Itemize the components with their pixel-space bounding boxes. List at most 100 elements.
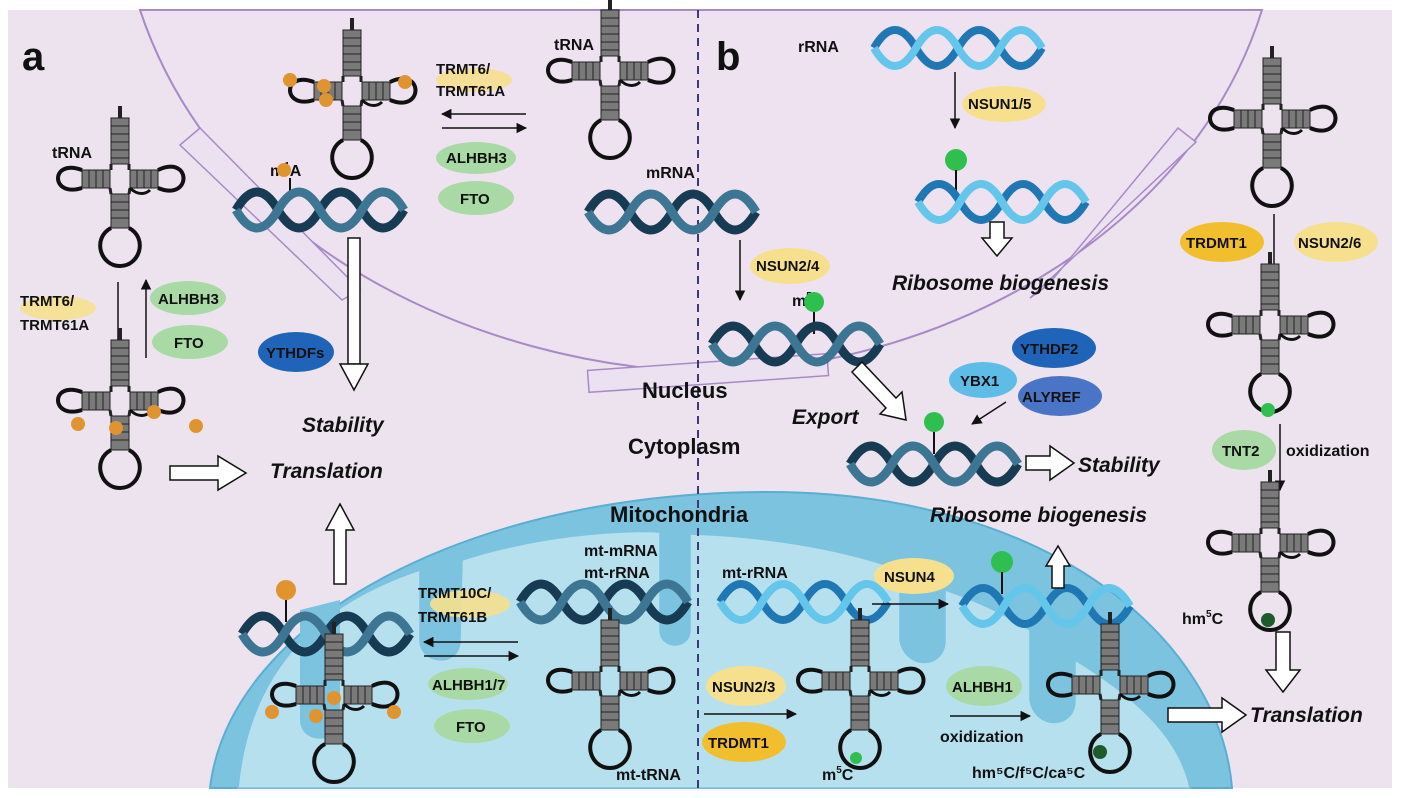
rrna-label: rRNA [798, 39, 839, 56]
hollow-arrow-mito-up [324, 502, 356, 585]
outcome-ribosome-biogenesis-mito: Ribosome biogenesis [930, 504, 1147, 527]
panel-label-b: b [716, 35, 740, 79]
enzyme-nsun15 [962, 86, 1046, 122]
mitochondria-label: Mitochondria [610, 502, 749, 527]
oxidization-label-mito: oxidization [940, 729, 1024, 746]
enzyme-trmt6-top-line1: TRMT6/ [436, 61, 491, 78]
m1a-dot [283, 73, 297, 87]
enzyme-alhbh3-top [436, 142, 516, 174]
enzyme-ythdfs-label: YTHDFs [266, 345, 324, 362]
enzyme-fto-mito [434, 709, 510, 743]
m1a-dot [71, 417, 85, 431]
enzyme-trmt6-top [436, 68, 512, 92]
hm5c-dot-mt-trna [1093, 745, 1107, 759]
nucleus-label: Nucleus [642, 378, 728, 403]
enzyme-tnt2 [1212, 430, 1276, 470]
cytoplasm-label: Cytoplasm [628, 434, 740, 459]
enzyme-trmt6-left-line2: TRMT61A [20, 317, 89, 334]
m1a-dot [387, 705, 401, 719]
enzyme-ythdf2 [1012, 328, 1096, 368]
enzyme-trmt10c [430, 590, 510, 618]
m1a-dot-on-mrna [277, 163, 291, 177]
enzyme-trdmt1-right [1180, 222, 1264, 262]
enzyme-nsun23-label: NSUN2/3 [712, 679, 775, 696]
oxidization-label-right: oxidization [1286, 443, 1370, 460]
arrow-readers [971, 401, 1007, 425]
enzyme-alhbh17 [428, 668, 508, 700]
trna-label-a-top: tRNA [554, 37, 594, 54]
enzyme-nsun26 [1294, 222, 1378, 262]
enzyme-fto-left [152, 325, 228, 359]
enzyme-trmt6-top-line2: TRMT61A [436, 83, 505, 100]
enzyme-alyref [1018, 376, 1102, 416]
mt-oxidation-products-label: hm⁵C/f⁵C/ca⁵C [972, 765, 1086, 782]
enzyme-ythdfs [258, 332, 334, 372]
m5c-dot-mrna-cytoplasm [924, 412, 944, 432]
m1a-dot [189, 419, 203, 433]
enzyme-trdmt1-mito-label: TRDMT1 [708, 735, 769, 752]
enzyme-alhbh1-label: ALHBH1 [952, 679, 1013, 696]
m5c-dot-rrna [945, 149, 967, 171]
m5c-dot-mrna-nucleus [804, 292, 824, 312]
enzyme-nsun4 [874, 558, 954, 594]
m1a-dot [147, 405, 161, 419]
mt-rrna-label-a: mt-rRNA [584, 565, 650, 582]
m5c-dot-mt-trna [850, 752, 862, 764]
enzyme-nsun26-label: NSUN2/6 [1298, 235, 1361, 252]
enzyme-trmt6-left [20, 296, 96, 320]
enzyme-alhbh3-left [150, 281, 226, 315]
hollow-arrow-to-stability-b [1025, 444, 1076, 482]
enzyme-fto-top-label: FTO [460, 191, 490, 208]
enzyme-alhbh3-top-label: ALHBH3 [446, 150, 507, 167]
enzyme-nsun4-label: NSUN4 [884, 569, 936, 586]
enzyme-alhbh3-left-label: ALHBH3 [158, 291, 219, 308]
enzyme-tnt2-label: TNT2 [1222, 443, 1260, 460]
panel-label-a: a [22, 35, 45, 79]
hollow-arrow-nucleus-down [347, 237, 361, 365]
hollow-arrow-right-down [1264, 631, 1302, 694]
hollow-arrow-to-translation-a [169, 454, 248, 492]
hm5c-dot-trna-right [1261, 613, 1275, 627]
trna-label-a-left: tRNA [52, 145, 92, 162]
mt-mrna-label: mt-mRNA [584, 543, 658, 560]
enzyme-trmt10c-line1: TRMT10C/ [418, 585, 492, 602]
nuclear-pore-right [1029, 126, 1198, 299]
outcome-export: Export [792, 406, 860, 429]
m1a-dot [265, 705, 279, 719]
enzyme-alyref-label: ALYREF [1022, 389, 1081, 406]
enzyme-fto-top [438, 181, 514, 215]
enzyme-trdmt1-right-label: TRDMT1 [1186, 235, 1247, 252]
m1a-dot [109, 421, 123, 435]
m1a-dot-mt-mrna [276, 580, 296, 600]
enzyme-trmt6-left-line1: TRMT6/ [20, 293, 75, 310]
m5c-label-mt: m5C [822, 765, 854, 784]
outcome-translation-a: Translation [270, 460, 383, 483]
hollow-arrow-to-translation-b [1167, 696, 1248, 734]
enzyme-fto-left-label: FTO [174, 335, 204, 352]
enzyme-nsun23 [706, 666, 786, 706]
enzyme-fto-mito-label: FTO [456, 719, 486, 736]
enzyme-ybx1-label: YBX1 [960, 373, 999, 390]
enzyme-trmt10c-line2: TRMT61B [418, 609, 487, 626]
enzyme-alhbh1 [946, 666, 1022, 706]
m1a-dot [317, 79, 331, 93]
outcome-stability-a: Stability [302, 414, 385, 437]
outcome-stability-b: Stability [1078, 454, 1161, 477]
hollow-arrow-to-ribosome-mito [1044, 544, 1072, 589]
hm5c-label-right: hm5C [1182, 609, 1224, 628]
hollow-arrow-export [850, 360, 907, 421]
m1a-dot [398, 75, 412, 89]
hollow-arrow-to-ribosome-nucleus [980, 221, 1014, 258]
enzyme-nsun15-label: NSUN1/5 [968, 96, 1031, 113]
m1a-dot [327, 691, 341, 705]
mrna-label-a: mRNA [646, 165, 695, 182]
enzyme-ybx1 [949, 362, 1017, 398]
enzyme-nsun24-label: NSUN2/4 [756, 258, 820, 275]
outcome-ribosome-biogenesis-nucleus: Ribosome biogenesis [892, 272, 1109, 295]
mt-rrna-label-b: mt-rRNA [722, 565, 788, 582]
m1a-dot [319, 93, 333, 107]
enzyme-nsun24 [750, 248, 830, 284]
mt-trna-label: mt-tRNA [616, 767, 681, 784]
enzyme-ythdf2-label: YTHDF2 [1020, 341, 1078, 358]
